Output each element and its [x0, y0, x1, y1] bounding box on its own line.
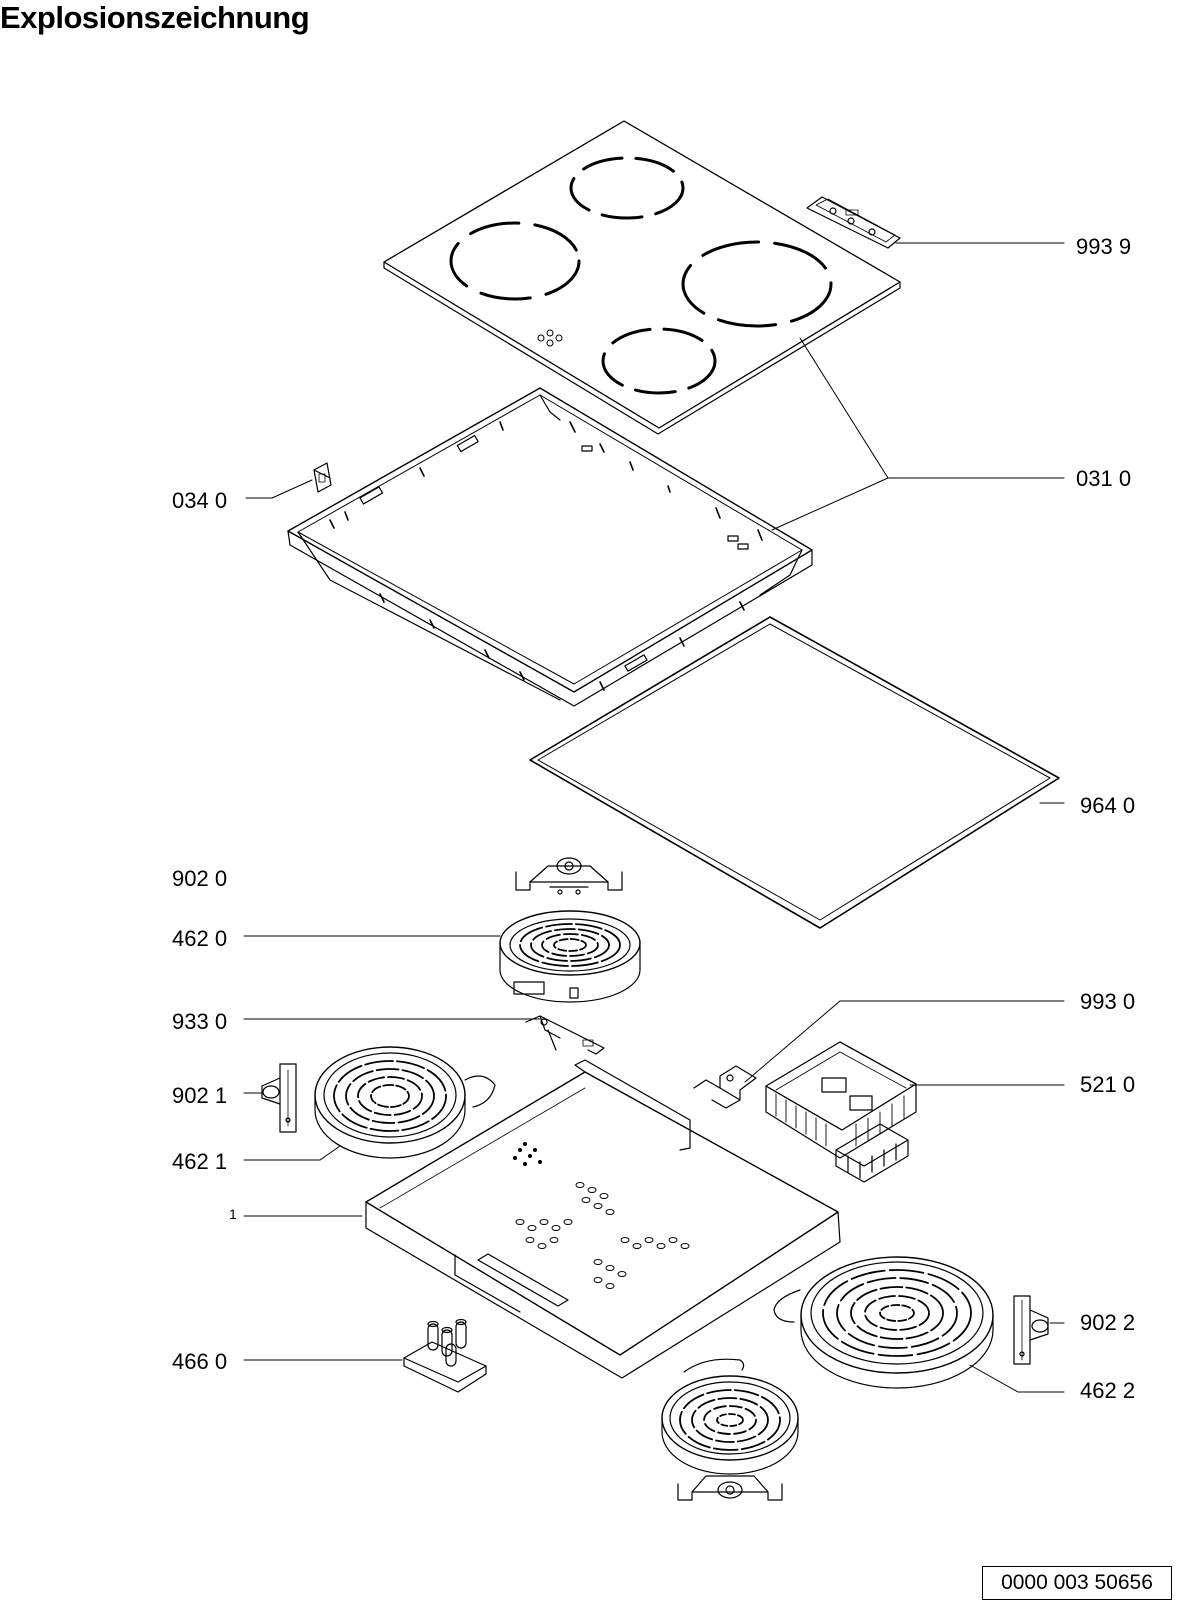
page-title: Explosionszeichnung: [0, 0, 310, 35]
terminal-block: [835, 1123, 909, 1183]
label-034-0: 034 0: [172, 488, 228, 513]
bracket-993-9: [806, 196, 901, 249]
label-466-0: 466 0: [172, 1349, 228, 1374]
cooking-zone-markings: [449, 156, 833, 395]
label-462-2: 462 2: [1080, 1378, 1136, 1403]
label-462-1: 462 1: [172, 1149, 228, 1174]
label-902-2: 902 2: [1080, 1310, 1136, 1335]
heating-element-462-1: [314, 1046, 496, 1159]
bracket-902-2: [1013, 1295, 1049, 1365]
connector-466-0: [403, 1318, 487, 1393]
gasket-964-0: [529, 616, 1060, 929]
label-031-0: 031 0: [1076, 466, 1132, 491]
base-tray: [365, 1059, 841, 1379]
label-902-0: 902 0: [172, 866, 228, 891]
clip-034-0: [313, 462, 332, 493]
heating-element-462-2: [773, 1256, 994, 1389]
tray-vent-holes: [513, 1142, 542, 1166]
bracket-902-0: [515, 857, 623, 895]
heating-element-bottom: [661, 1358, 799, 1501]
label-902-1: 902 1: [172, 1083, 228, 1108]
clip-993-0: [693, 1065, 757, 1109]
part-933-0: [525, 1015, 605, 1055]
bracket-902-1: [261, 1063, 297, 1133]
label-993-9: 993 9: [1076, 234, 1132, 259]
bottom-bracket: [677, 1475, 783, 1501]
label-521-0: 521 0: [1080, 1072, 1136, 1097]
control-box-ribs: [775, 1093, 905, 1147]
leader-lines: [243, 242, 1065, 1393]
label-1: 1: [229, 1206, 237, 1222]
document-number-box: 0000 003 50656: [982, 1566, 1172, 1600]
label-933-0: 933 0: [172, 1009, 228, 1034]
document-number: 0000 003 50656: [1001, 1571, 1153, 1594]
glass-cooktop: [383, 120, 901, 435]
control-box-521-0: [765, 1041, 917, 1183]
control-symbols: [537, 329, 563, 347]
cooktop-frame: [287, 387, 813, 707]
frame-clips: [329, 421, 763, 691]
label-462-0: 462 0: [172, 926, 228, 951]
heating-element-462-0: [499, 910, 641, 1003]
label-964-0: 964 0: [1080, 793, 1136, 818]
tray-holes: [515, 1182, 690, 1289]
label-993-0: 993 0: [1080, 989, 1136, 1014]
